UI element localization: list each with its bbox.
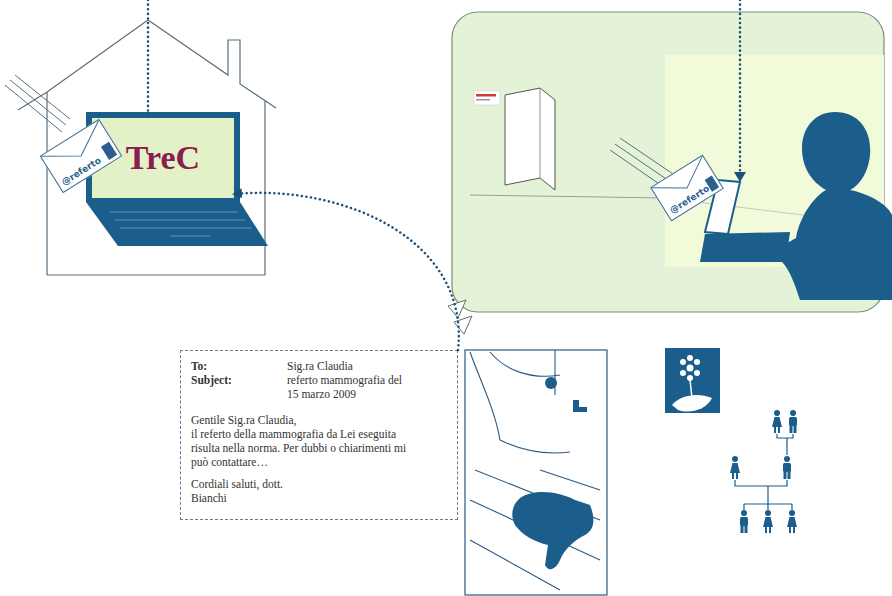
typing-hand (512, 492, 593, 569)
house-outline (18, 20, 276, 275)
email-message: To: Sig.ra ClaudiaSubject: referto mammogr… (180, 350, 458, 520)
laptop-keyboard (86, 202, 268, 246)
person-silhouette (758, 112, 892, 300)
field-label: Subject: (191, 373, 232, 387)
family-lines (735, 434, 793, 510)
recipient: Sig.ra Claudia (287, 359, 353, 373)
doctor-frame (465, 350, 607, 595)
salutation: Gentile Sig.ra Claudia, (191, 413, 296, 427)
doctor-drawing (470, 350, 600, 590)
leaflet (505, 88, 555, 190)
speed-lines (5, 75, 70, 132)
pen (579, 407, 587, 412)
sticker-mark (476, 99, 490, 101)
dotted-arrow (234, 193, 459, 350)
field-label: To: (191, 359, 207, 373)
keyboard-keys (110, 212, 252, 236)
signature: Cordiali saluti, dott. Bianchi (191, 477, 291, 505)
logo-flower (680, 355, 700, 381)
pen (573, 400, 579, 412)
hollow-arrow (448, 300, 466, 318)
laptop-screen-frame (86, 112, 240, 202)
hollow-arrow (454, 316, 472, 334)
app-name: TreC (126, 139, 200, 177)
leaflet-sticker (474, 91, 500, 105)
subject: referto mammografia del 15 marzo 2009 (287, 373, 405, 401)
logo-stem (690, 380, 692, 398)
arrow-head (734, 172, 746, 182)
stethoscope (545, 377, 557, 389)
logo (665, 348, 720, 413)
wall-line (470, 195, 665, 198)
sticker-mark (476, 94, 496, 97)
message-body: il referto della mammografia da Lei eseg… (191, 427, 413, 469)
dotted-leader (739, 0, 742, 172)
leaflet-fold (540, 88, 541, 178)
